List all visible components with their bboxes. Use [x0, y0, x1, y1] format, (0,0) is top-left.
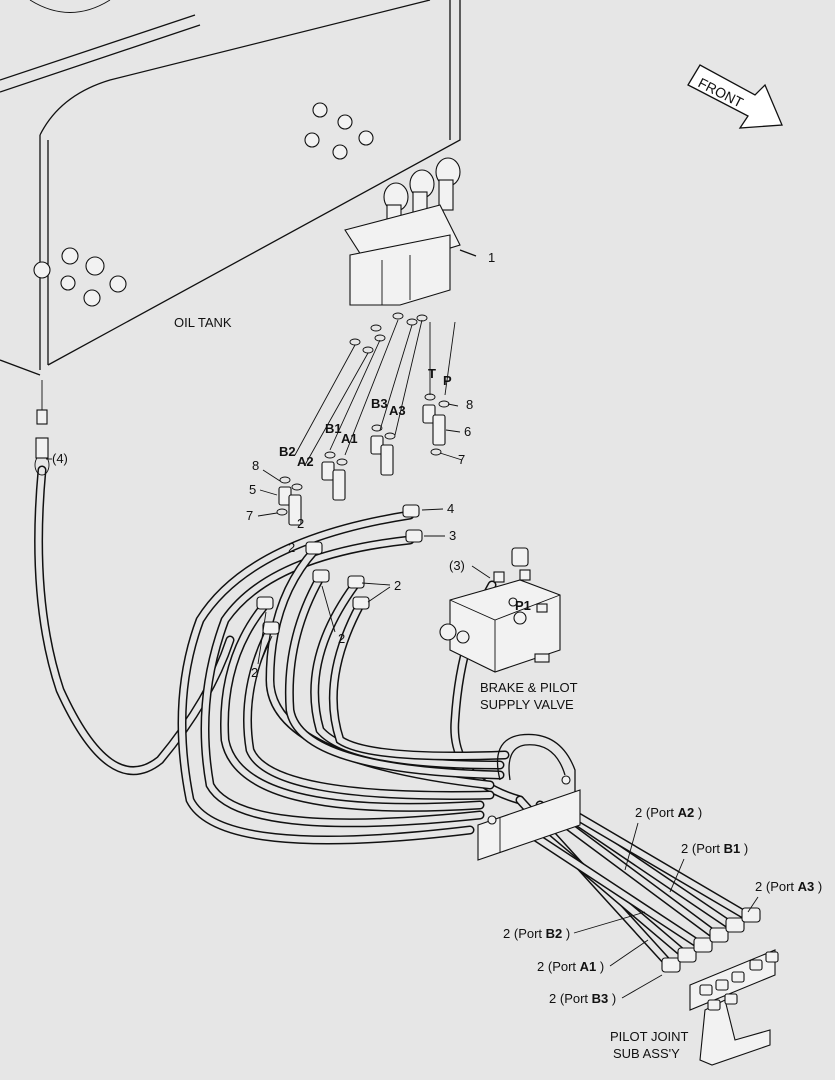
callout-3-paren: (3): [449, 558, 465, 573]
hose-elbows: [34, 380, 423, 635]
oil-tank-label: OIL TANK: [174, 315, 232, 330]
pilot-valve: 1: [344, 157, 495, 306]
callout-6: 6: [464, 424, 471, 439]
port-hose-labels: 2 (Port A2 ) 2 (Port B1 ) 2 (Port A3 ) 2…: [503, 805, 822, 1006]
port-label-a3: 2 (Port A3 ): [755, 879, 822, 894]
port-b1: B1: [325, 421, 342, 436]
port-label-a1: 2 (Port A1 ): [537, 959, 604, 974]
oil-tank: OIL TANK: [0, 0, 461, 376]
callout-7-right: 7: [458, 452, 465, 467]
port-a2: A2: [297, 454, 314, 469]
pilot-joint: PILOT JOINT SUB ASS'Y: [610, 907, 779, 1066]
port-a3: A3: [389, 403, 406, 418]
port-t: T: [428, 366, 436, 381]
callout-3-hose: 3: [449, 528, 456, 543]
callout-8-left: 8: [252, 458, 259, 473]
pilot-joint-label-1: PILOT JOINT: [610, 1029, 689, 1044]
callout-2-e: 2: [251, 665, 258, 680]
callout-2-d: 2: [338, 631, 345, 646]
callout-4-hose: 4: [447, 501, 454, 516]
port-label-b1: 2 (Port B1 ): [681, 841, 748, 856]
callout-4-paren: (4): [52, 451, 68, 466]
callout-1: 1: [488, 250, 495, 265]
port-p1: P1: [515, 598, 531, 613]
port-label-b2: 2 (Port B2 ): [503, 926, 570, 941]
callouts: (4) 8 5 7 8 6 7 4 3 2 2 2 2 2 (3): [46, 397, 491, 680]
callout-7-left: 7: [246, 508, 253, 523]
supply-valve-label-2: SUPPLY VALVE: [480, 697, 574, 712]
port-orings: [294, 312, 456, 466]
drain-plug: [33, 261, 51, 279]
hose-clamp-bracket: [477, 733, 581, 861]
tank-bolts: [60, 102, 374, 307]
supply-valve-label-1: BRAKE & PILOT: [480, 680, 578, 695]
port-fittings: [257, 393, 463, 526]
port-label-a2: 2 (Port A2 ): [635, 805, 702, 820]
callout-2-c: 2: [394, 578, 401, 593]
callout-8-right: 8: [466, 397, 473, 412]
port-label-b3: 2 (Port B3 ): [549, 991, 616, 1006]
port-a1: A1: [341, 431, 358, 446]
port-p: P: [443, 373, 452, 388]
port-b3: B3: [371, 396, 388, 411]
callout-5: 5: [249, 482, 256, 497]
brake-pilot-supply-valve: P1 BRAKE & PILOT SUPPLY VALVE: [439, 547, 578, 712]
pilot-joint-label-2: SUB ASS'Y: [613, 1046, 680, 1061]
hose-bundle: [34, 465, 750, 970]
port-letter-labels: B2 A2 B1 A1 B3 A3 T P: [279, 366, 452, 469]
front-arrow: FRONT: [687, 64, 783, 129]
callout-2-b: 2: [288, 540, 295, 555]
pilot-joint-fittings: [661, 907, 779, 1011]
callout-2-a: 2: [297, 516, 304, 531]
port-b2: B2: [279, 444, 296, 459]
